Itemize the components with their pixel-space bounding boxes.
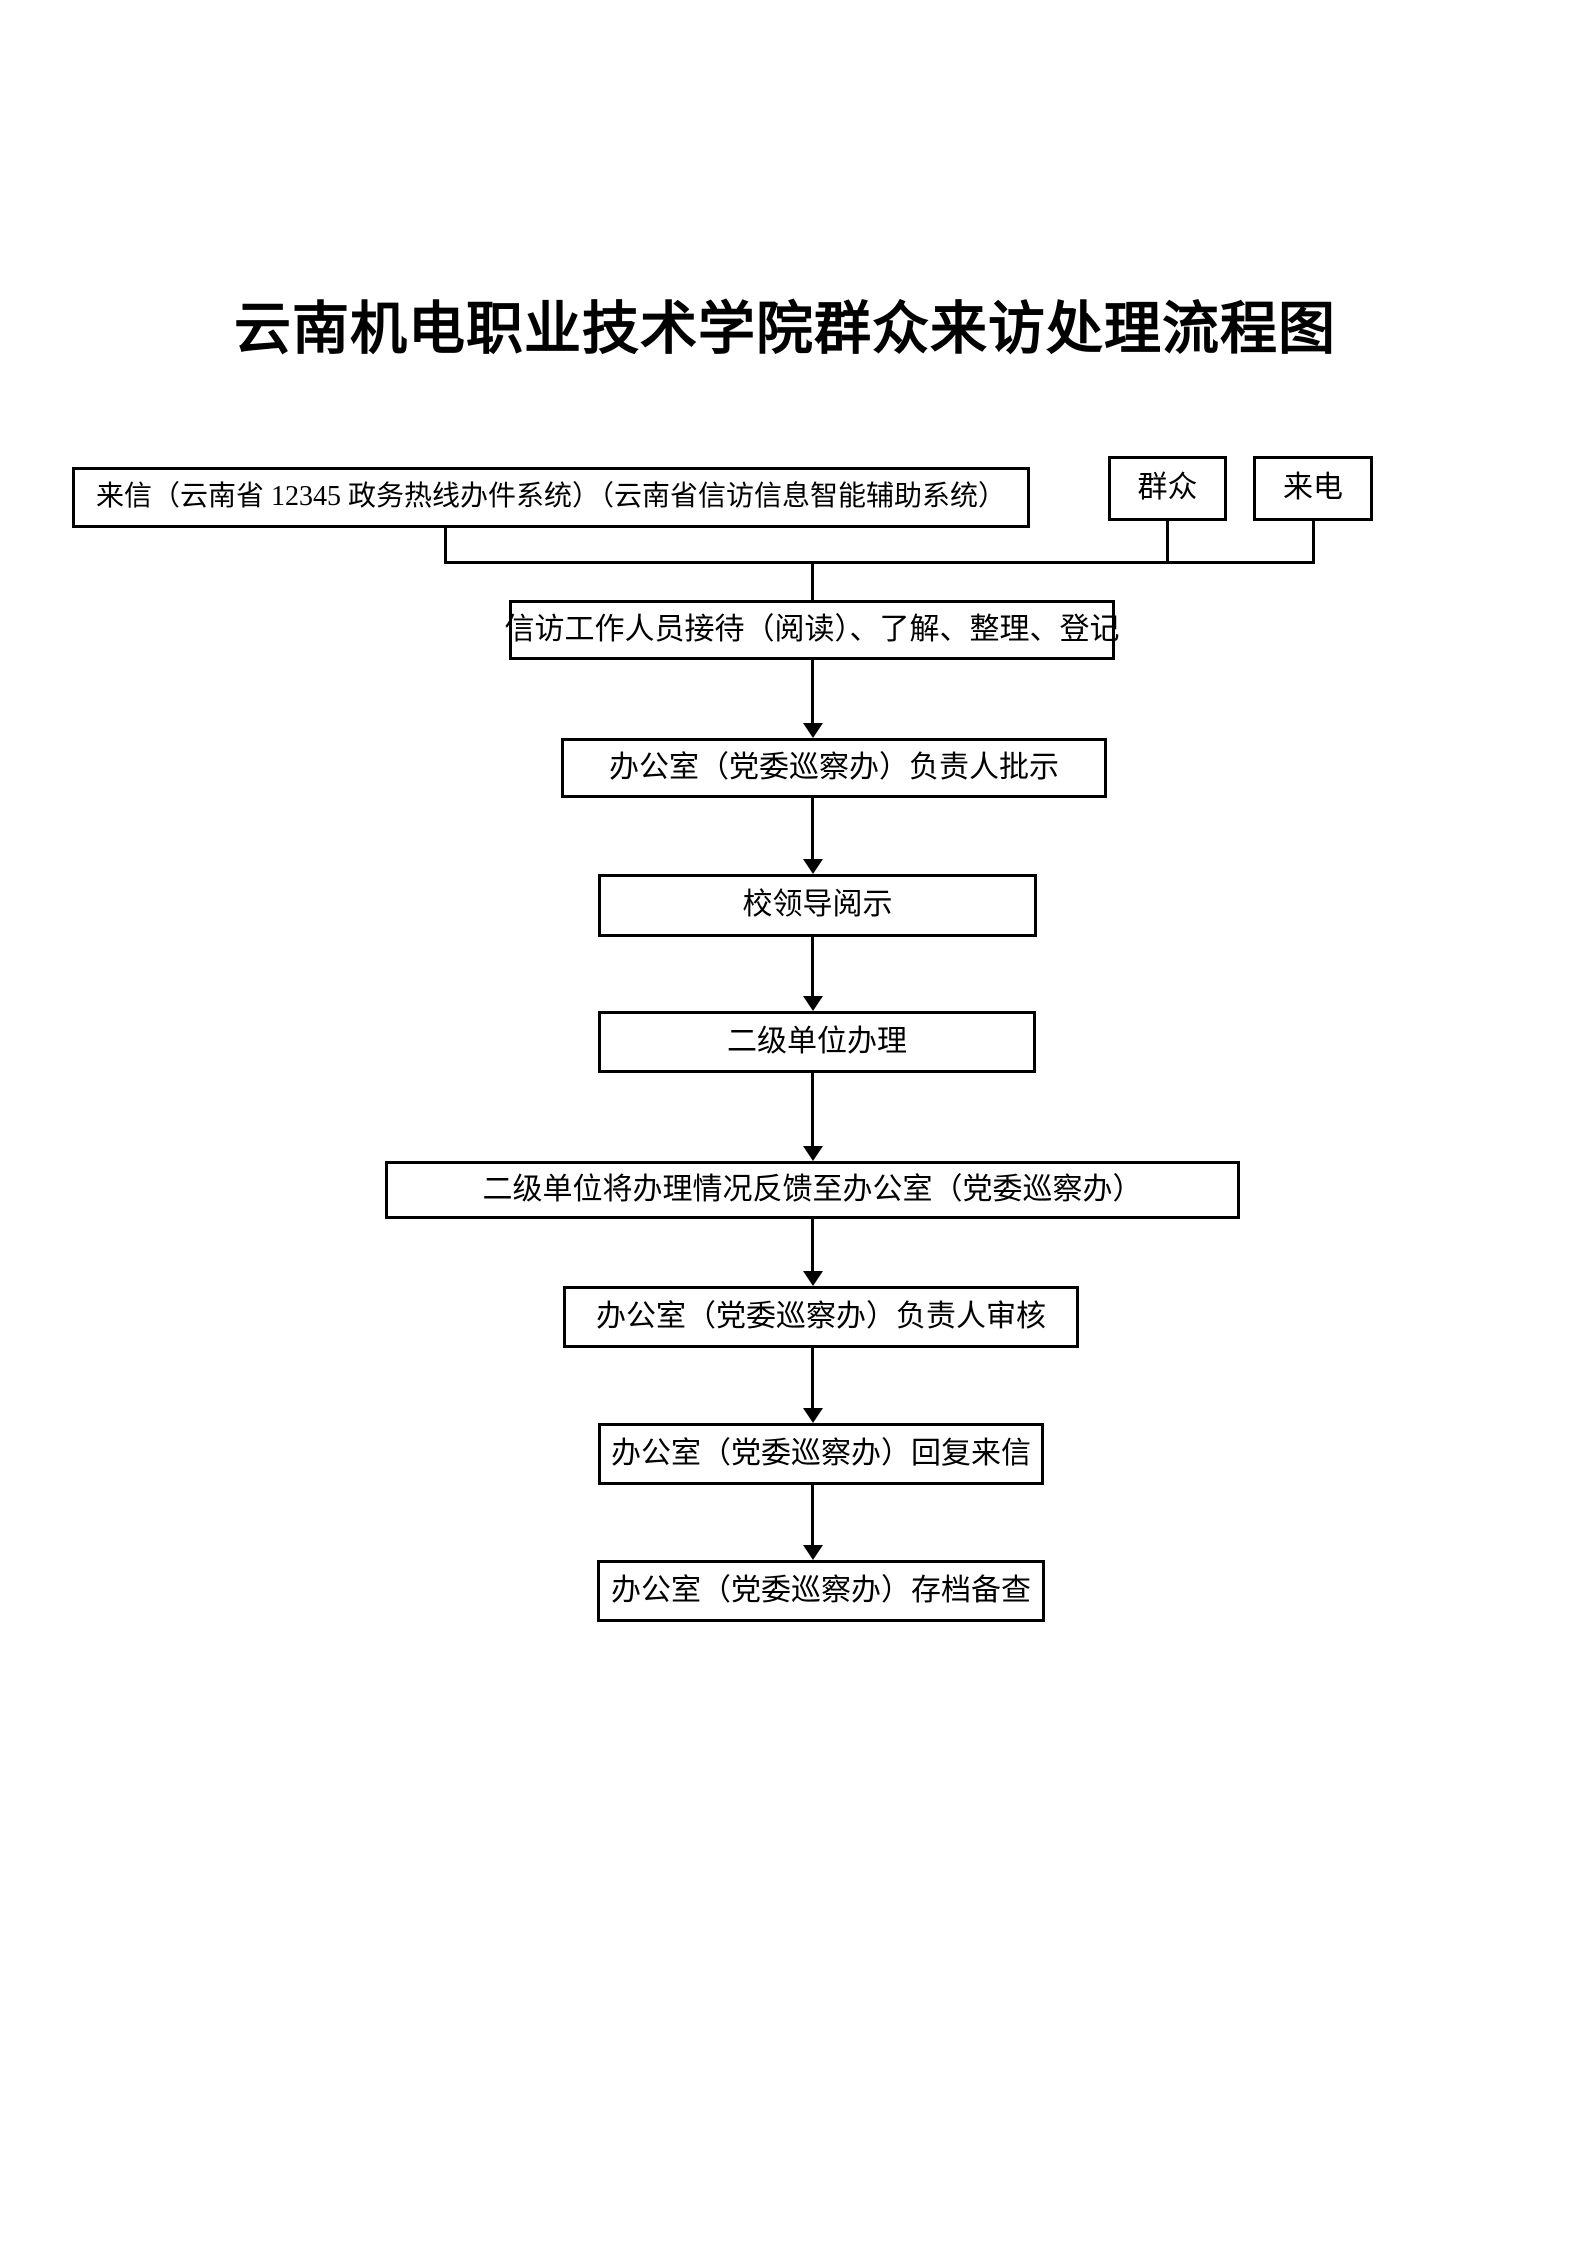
step-secondary-unit-handle-label: 二级单位办理: [727, 1024, 907, 1058]
connector-call-drop-line: [1312, 521, 1315, 564]
page-title: 云南机电职业技术学院群众来访处理流程图: [234, 297, 1336, 361]
step-office-director-review-box: 办公室（党委巡察办）负责人审核: [563, 1286, 1079, 1348]
step-reply-letter-label: 办公室（党委巡察办）回复来信: [611, 1436, 1031, 1470]
down-arrow-icon: [803, 723, 823, 738]
step-office-director-review-label: 办公室（党委巡察办）负责人审核: [596, 1299, 1046, 1333]
connector-merge-horizontal-line: [444, 561, 1315, 564]
down-arrow-icon: [803, 1408, 823, 1423]
down-arrow-icon: [803, 1146, 823, 1161]
flow-arrow-shaft: [811, 937, 814, 998]
step-school-leader-box: 校领导阅示: [598, 874, 1037, 937]
down-arrow-icon: [803, 859, 823, 874]
flow-arrow-shaft: [811, 1348, 814, 1410]
connector-letter-drop-line: [444, 528, 447, 564]
step-secondary-unit-handle-box: 二级单位办理: [598, 1011, 1036, 1073]
step-feedback-to-office-label: 二级单位将办理情况反馈至办公室（党委巡察办）: [482, 1172, 1143, 1206]
connector-crowd-drop-line: [1166, 521, 1169, 564]
source-call-label: 来电: [1283, 471, 1343, 505]
step-archive-box: 办公室（党委巡察办）存档备查: [597, 1560, 1045, 1622]
step-reception-label: 信访工作人员接待（阅读）、了解、整理、登记: [504, 612, 1120, 646]
flow-arrow-shaft: [811, 660, 814, 724]
step-school-leader-label: 校领导阅示: [742, 888, 893, 922]
connector-into-reception-line: [811, 561, 814, 601]
down-arrow-icon: [803, 1545, 823, 1560]
step-archive-label: 办公室（党委巡察办）存档备查: [611, 1573, 1031, 1607]
flow-arrow-shaft: [811, 1219, 814, 1273]
step-reply-letter-box: 办公室（党委巡察办）回复来信: [598, 1423, 1044, 1485]
flow-arrow-shaft: [811, 1485, 814, 1547]
source-crowd-box: 群众: [1108, 456, 1227, 521]
step-feedback-to-office-box: 二级单位将办理情况反馈至办公室（党委巡察办）: [385, 1161, 1240, 1219]
down-arrow-icon: [803, 1271, 823, 1286]
down-arrow-icon: [803, 996, 823, 1011]
flow-arrow-shaft: [811, 798, 814, 860]
step-office-director-approval-box: 办公室（党委巡察办）负责人批示: [561, 738, 1107, 798]
flow-arrow-shaft: [811, 1073, 814, 1148]
source-letter-label: 来信（云南省 12345 政务热线办件系统）（云南省信访信息智能辅助系统）: [95, 481, 1006, 513]
step-reception-box: 信访工作人员接待（阅读）、了解、整理、登记: [505, 600, 1120, 660]
source-call-box: 来电: [1253, 456, 1373, 521]
source-letter-box: 来信（云南省 12345 政务热线办件系统）（云南省信访信息智能辅助系统）: [72, 467, 1030, 528]
step-office-director-approval-label: 办公室（党委巡察办）负责人批示: [609, 750, 1059, 784]
source-crowd-label: 群众: [1137, 471, 1198, 505]
